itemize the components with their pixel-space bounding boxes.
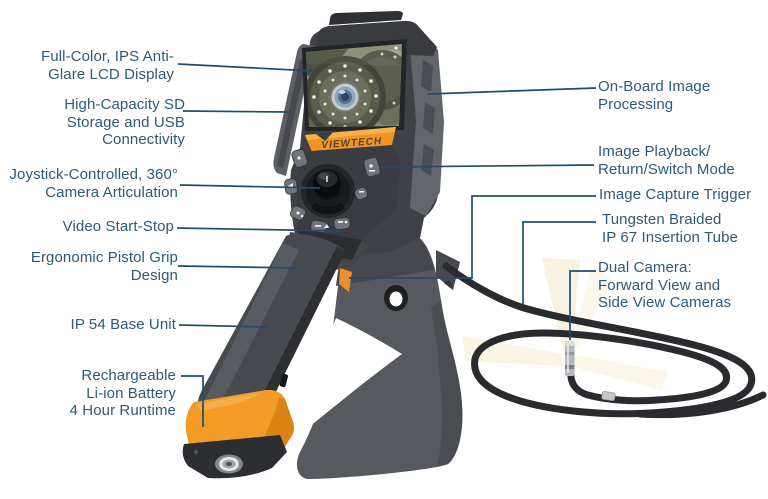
base-foot [182,435,287,479]
leader-playback [378,164,595,168]
joystick [301,164,355,218]
leader-sd-storage [182,110,291,113]
control-buttons [284,148,381,234]
callout-video-start-stop: Video Start-Stop [62,218,174,235]
leader-lines [176,63,597,427]
insertion-tube-cable [442,262,767,419]
callout-capture-trigger: Image Capture Trigger [599,186,752,203]
pistol-grip [197,233,345,442]
base-stand [296,204,463,479]
callout-joystick: Joystick-Controlled, 360° Camera Articul… [9,166,178,201]
callout-lcd-display: Full-Color, IPS Anti- Glare LCD Display [41,48,174,83]
work-light-icon [215,454,243,474]
leader-insertion-tube [522,221,596,304]
leader-dual-camera [569,270,596,340]
leader-battery [181,375,204,427]
leader-joystick [179,184,321,189]
callout-dual-camera: Dual Camera: Forward View and Side View … [598,259,732,312]
callout-insertion-tube: Tungsten Braided IP 67 Insertion Tube [602,211,738,246]
callout-sd-storage: High-Capacity SD Storage and USB Connect… [64,96,185,149]
camera-tip [565,341,616,401]
capture-trigger-part [339,268,352,292]
callout-image-processing: On-Board Image Processing [598,78,711,113]
leader-capture-trigger [349,195,596,279]
screen-image-clutch [306,44,402,127]
callout-pistol-grip: Ergonomic Pistol Grip Design [30,249,178,284]
leader-base-unit [178,324,269,328]
callout-battery: Rechargeable Li-ion Battery 4 Hour Runti… [69,367,176,420]
leader-lcd-display [177,63,314,72]
leader-pistol-grip [177,265,299,269]
callout-playback: Image Playback/ Return/Switch Mode [598,143,735,178]
monitor-body: VIEWTECH [273,11,444,270]
callout-base-unit: IP 54 Base Unit [70,316,176,333]
leader-video-start-stop [176,227,342,232]
leader-image-processing [427,87,597,95]
lcd-screen [306,44,402,127]
